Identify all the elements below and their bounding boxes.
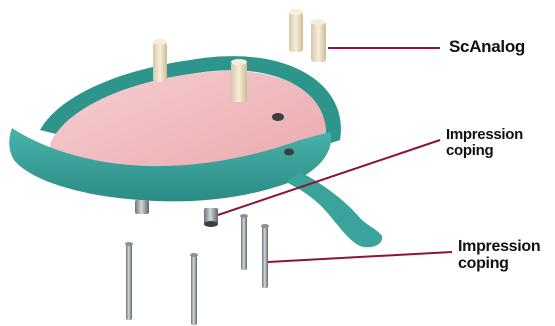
scanalog-in-model [153, 39, 167, 82]
impression-coping-mounted [135, 200, 218, 227]
leader-line-impression-lower [268, 252, 452, 262]
coping-socket [272, 113, 284, 121]
coping-socket [284, 149, 294, 156]
scanalog [311, 19, 326, 62]
impression-coping-label-upper: Impression coping [446, 127, 523, 159]
impression-coping-label-lower: Impression coping [458, 239, 540, 273]
scanalog-in-model [231, 59, 247, 102]
coping-screw [125, 242, 133, 320]
scanalog [289, 9, 303, 52]
coping-screw [190, 253, 198, 325]
tray-handle [286, 172, 382, 247]
coping-screw [240, 214, 248, 270]
coping-screw [261, 224, 269, 288]
scanalog-label: ScAnalog [449, 38, 525, 56]
